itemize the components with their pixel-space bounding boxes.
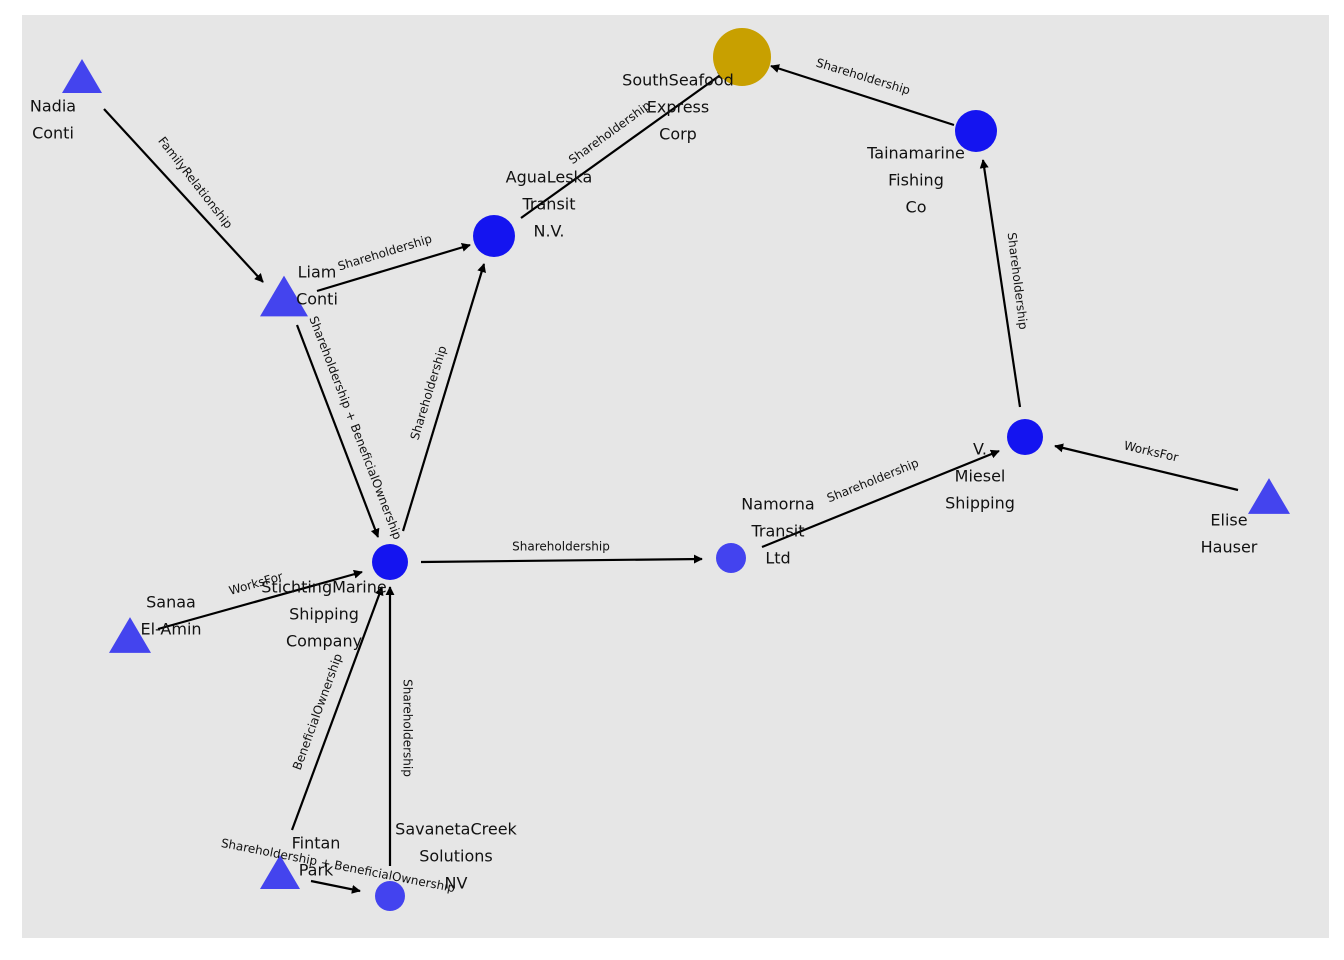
node-label-sanaa: El-Amin <box>140 620 201 639</box>
node-label-tainamarine: Tainamarine <box>866 144 965 163</box>
node-label-savaneta: NV <box>445 874 468 893</box>
target-company-node-southseafood[interactable] <box>713 28 771 86</box>
node-label-fintan: Fintan <box>292 834 341 853</box>
edge-label: Shareholdership <box>336 232 433 274</box>
person-node-elise[interactable] <box>1248 478 1290 514</box>
node-label-stichting: Shipping <box>289 605 359 624</box>
edge-label: Shareholdership <box>401 679 415 777</box>
person-node-liam[interactable] <box>260 275 308 317</box>
node-label-namorna: Transit <box>751 522 805 541</box>
node-label-elise: Elise <box>1210 511 1247 530</box>
node-label-southseafood: Express <box>647 98 709 117</box>
node-label-nadia: Conti <box>32 124 74 143</box>
node-label-stichting: StichtingMarine <box>261 578 386 597</box>
company-node-agualeska[interactable] <box>473 215 515 257</box>
edge-label: Shareholdership <box>1005 232 1031 331</box>
edge-label: Shareholdership <box>512 540 610 554</box>
node-label-stichting: Company <box>286 632 362 651</box>
node-label-southseafood: Corp <box>659 125 697 144</box>
edge-label: FamilyRelationship <box>155 134 235 231</box>
edge-agualeska-to-southseafood[interactable] <box>520 70 727 219</box>
node-label-agualeska: Transit <box>522 195 576 214</box>
edge-stichting-to-namorna[interactable] <box>420 554 703 564</box>
node-label-savaneta: SavanetaCreek <box>395 820 517 839</box>
person-node-fintan[interactable] <box>260 855 300 889</box>
node-label-namorna: Ltd <box>765 549 790 568</box>
person-node-nadia[interactable] <box>62 59 102 93</box>
person-node-sanaa[interactable] <box>109 617 151 653</box>
edge-sanaa-to-stichting[interactable] <box>157 569 363 631</box>
node-label-vmiesel: Miesel <box>955 467 1006 486</box>
node-label-southseafood: SouthSeafood <box>622 71 734 90</box>
node-label-namorna: Namorna <box>741 495 814 514</box>
edge-stichting-to-agualeska[interactable] <box>401 263 486 532</box>
node-label-vmiesel: Shipping <box>945 494 1015 513</box>
company-node-savaneta[interactable] <box>375 881 405 911</box>
node-label-agualeska: N.V. <box>533 222 564 241</box>
edge-fintan-to-savaneta[interactable] <box>310 879 361 894</box>
edge-elise-to-vmiesel[interactable] <box>1054 443 1239 492</box>
edge-vmiesel-to-tainamarine[interactable] <box>979 159 1022 408</box>
node-label-agualeska: AguaLeska <box>506 168 593 187</box>
node-label-vmiesel: V. <box>973 440 987 459</box>
node-label-fintan: Park <box>299 861 334 880</box>
edge-label: Shareholdership <box>408 344 450 441</box>
node-label-savaneta: Solutions <box>419 847 493 866</box>
node-label-elise: Hauser <box>1201 538 1258 557</box>
company-node-stichting[interactable] <box>372 544 408 580</box>
network-graph: FamilyRelationshipShareholdershipShareho… <box>30 28 1290 911</box>
edge-namorna-to-vmiesel[interactable] <box>761 449 1000 549</box>
node-label-nadia: Nadia <box>30 97 76 116</box>
edge-liam-to-agualeska[interactable] <box>316 243 471 293</box>
company-node-namorna[interactable] <box>716 543 746 573</box>
edge-tainamarine-to-southseafood[interactable] <box>770 64 955 127</box>
node-label-tainamarine: Fishing <box>888 171 944 190</box>
edge-label: Shareholdership <box>814 56 911 98</box>
edge-fintan-to-stichting[interactable] <box>290 586 384 831</box>
edge-label: Shareholdership + BeneficialOwnership <box>306 314 404 541</box>
node-label-liam: Liam <box>298 263 337 282</box>
company-node-vmiesel[interactable] <box>1007 419 1043 455</box>
node-label-liam: Conti <box>296 290 338 309</box>
edge-nadia-to-liam[interactable] <box>103 108 264 283</box>
company-node-tainamarine[interactable] <box>955 110 997 152</box>
edge-label: WorksFor <box>1123 438 1180 464</box>
edge-label: Shareholdership <box>825 456 921 506</box>
node-label-sanaa: Sanaa <box>146 593 196 612</box>
edge-liam-to-stichting[interactable] <box>295 324 380 538</box>
node-label-tainamarine: Co <box>906 198 927 217</box>
